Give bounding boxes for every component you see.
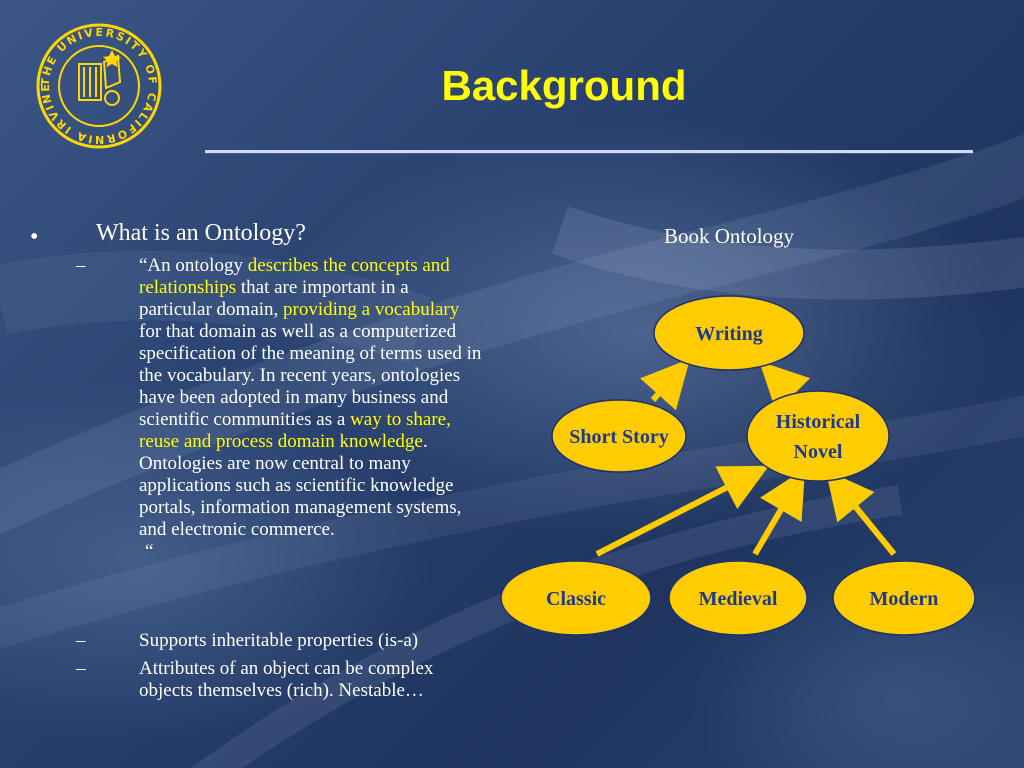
svg-text:Short Story: Short Story [569,426,668,448]
edge-medieval-historical-novel [752,468,806,556]
svg-text:Novel: Novel [794,441,843,463]
svg-text:Historical: Historical [776,411,861,433]
slide-title: Background [441,62,687,109]
svg-text:THE UNIVERSITY OF CALIFORNIA I: THE UNIVERSITY OF CALIFORNIA IRVINE [39,26,159,146]
sub-bullet-marker: – [76,255,86,276]
diagram-title: Book Ontology [663,224,795,248]
sub-bullet-marker: – [76,658,86,679]
ontology-definition: “An ontology describes the concepts and … [139,255,482,562]
edge-classic-historical-novel [595,465,770,557]
node-modern: Modern [832,560,976,636]
edge-historical-novel-writing [759,361,811,413]
university-seal-logo: THE UNIVERSITY OF CALIFORNIA IRVINE [36,23,162,149]
svg-text:Modern: Modern [870,588,939,610]
node-medieval: Medieval [668,560,808,636]
node-classic: Classic [500,560,652,636]
sub-bullet-marker: – [76,630,86,651]
svg-text:Classic: Classic [546,588,606,610]
highlight-concepts: describes the concepts and relationships [139,255,450,298]
svg-text:Writing: Writing [695,323,762,345]
sub-bullet-inheritable: Supports inheritable properties (is-a) [139,630,419,651]
highlight-knowledge: way to share, reuse and process domain k… [139,409,451,452]
node-short-story: Short Story [551,399,687,473]
title-underline [205,150,973,153]
edge-modern-historical-novel [825,470,897,556]
node-historical-novel: Historical Novel [746,390,890,482]
highlight-vocabulary: providing a vocabulary [283,299,460,320]
node-writing: Writing [653,295,805,371]
closing-quote: “ [145,541,154,562]
edge-short-story-writing [640,358,690,411]
bullet-what-is-ontology: What is an Ontology? [96,220,306,246]
sub-bullet-attributes: Attributes of an object can be complex o… [139,658,434,701]
book-ontology-diagram: Writing Short Story Historical Novel Cla… [500,295,976,636]
bullet-marker: • [30,224,39,250]
svg-text:Medieval: Medieval [699,588,778,610]
